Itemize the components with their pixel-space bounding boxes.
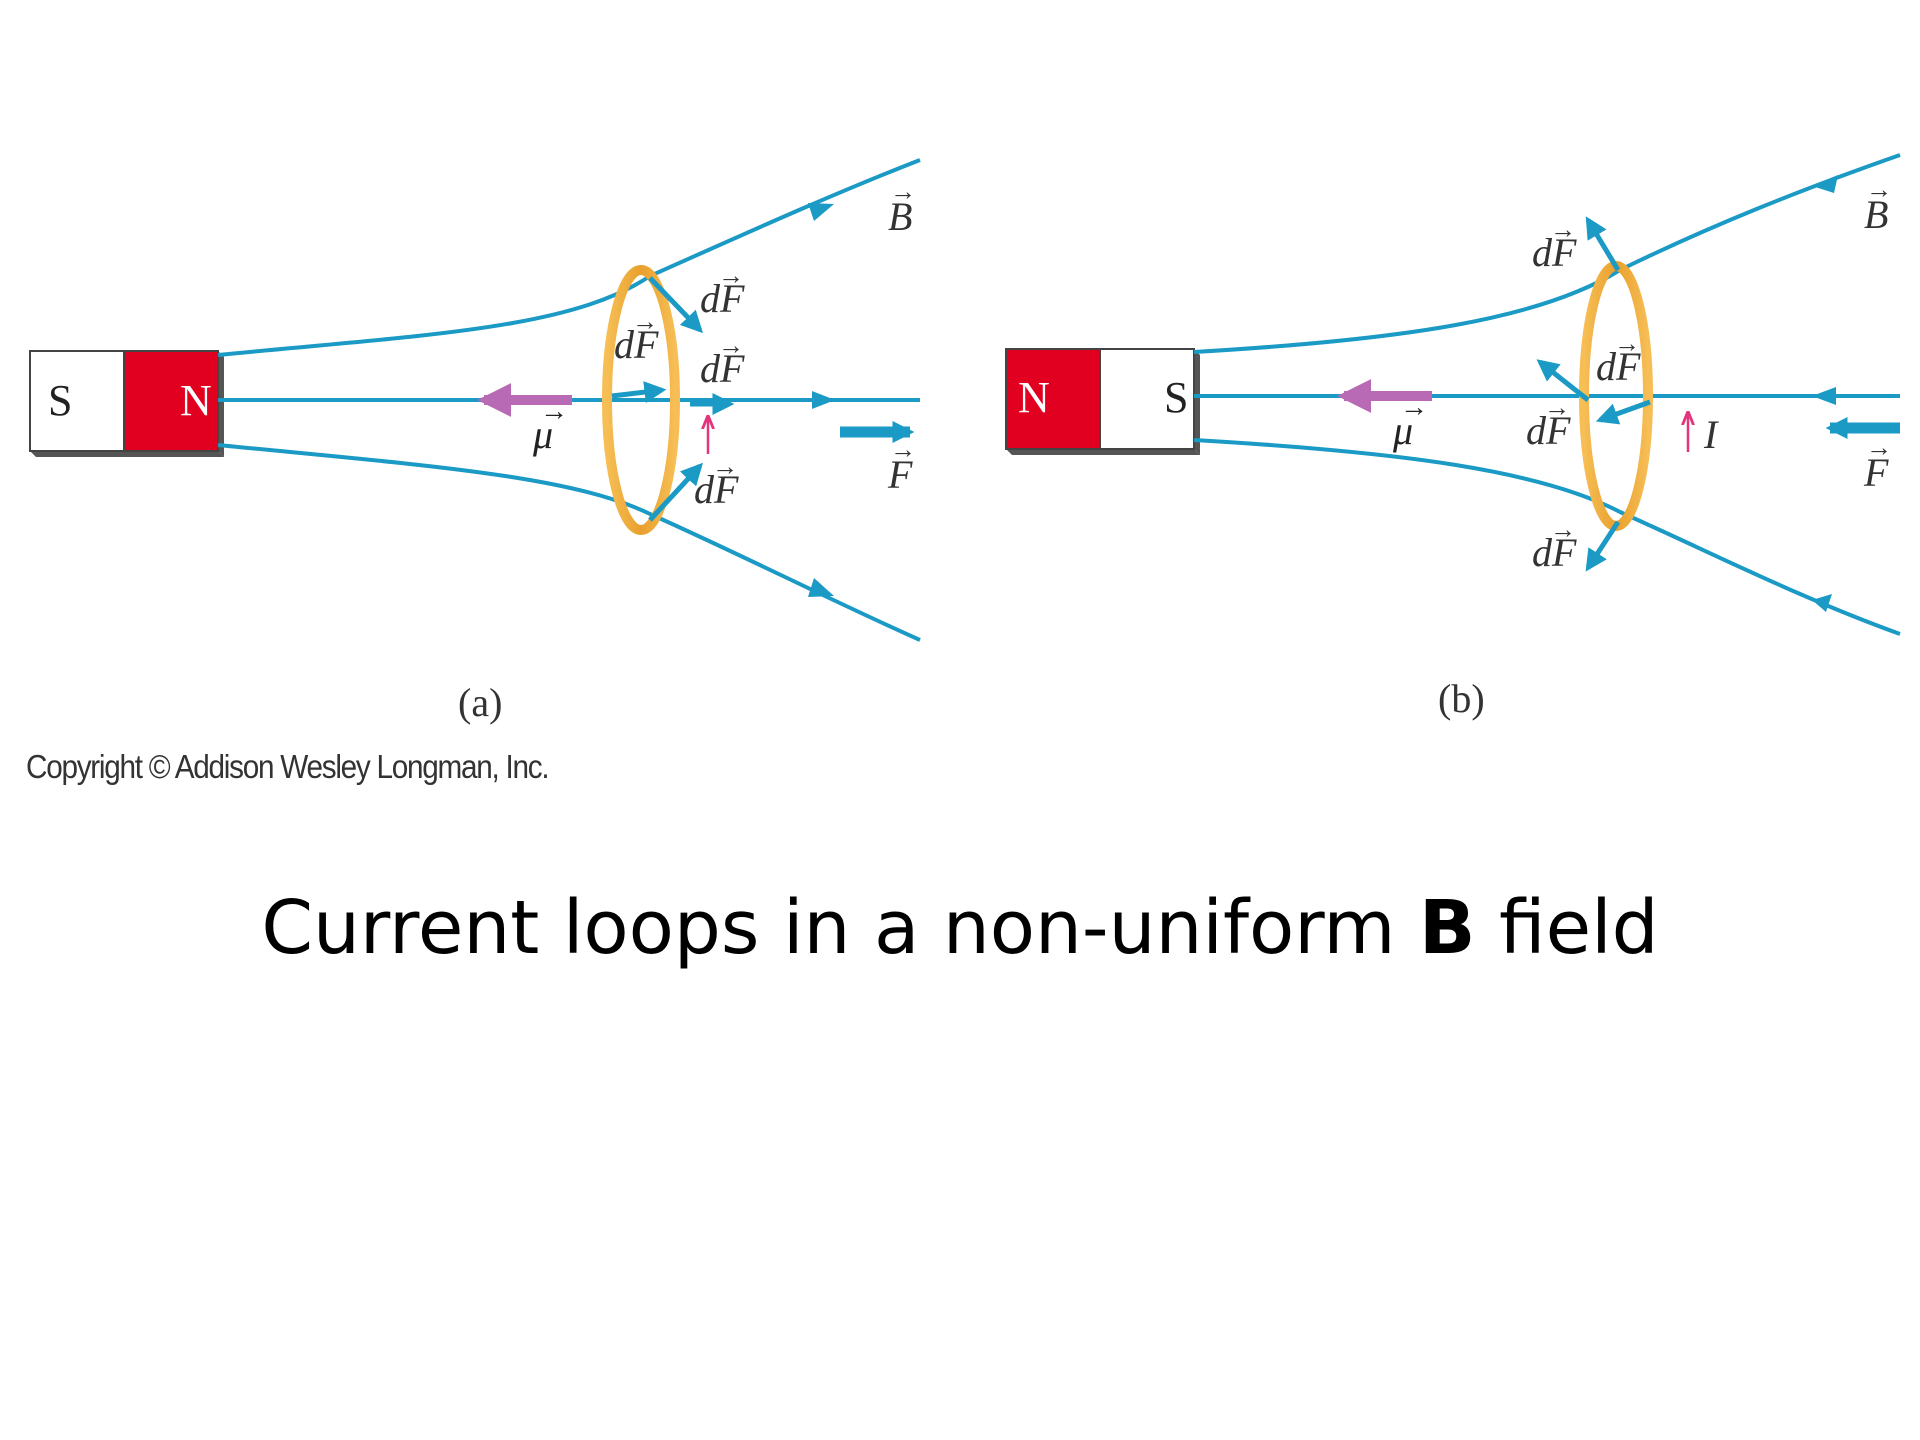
figure-current-loops: S N μ → [29,153,1901,725]
north-pole-a [123,350,219,452]
field-arrow-b-mid [1812,387,1836,405]
dF-arrow-b-left [1536,359,1590,402]
moment-vector-sign-a: → [540,396,568,427]
field-label-a: B [888,194,912,239]
field-arrow-b-top [1812,175,1838,193]
dF-labels-a: dF → dF → dF → dF → [614,261,745,512]
field-label-b: B [1864,192,1888,237]
dF-arrow-a-left [611,381,667,404]
caption-b: (b) [1438,676,1485,721]
current-loop-a [602,265,680,535]
dF-arrow-a-bottom [648,462,703,522]
moment-label-b: μ [1392,408,1413,453]
panel-a: S N μ → [29,158,921,725]
current-label-b: I [1703,412,1719,457]
field-arrow-a-bottom [808,578,834,597]
slide-title-suffix: field [1475,885,1659,971]
net-force-label-b: F [1863,450,1889,495]
copyright-notice: Copyright © Addison Wesley Longman, Inc. [26,748,550,785]
moment-label-a: μ [532,412,553,457]
slide-title-prefix: Current loops in a non-uniform [261,885,1420,971]
moment-vector-sign-b: → [1400,392,1428,423]
dF-label-a-2: dF [614,322,659,367]
caption-a: (a) [458,680,502,725]
net-force-label-a-vec: → [890,435,916,464]
dF-label-a-3-vec: → [718,331,744,360]
dF-label-b-3-vec: → [1544,393,1570,422]
dF-arrow-b-right [1595,399,1651,425]
dF-label-a-2-vec: → [632,307,658,336]
south-pole-b [1099,348,1195,450]
magnet-a: S N [29,350,224,457]
dF-arrow-b-bottom [1585,520,1621,572]
field-label-a-vec: → [890,177,916,206]
net-force-label-b-vec: → [1866,433,1892,462]
field-arrow-a-mid [812,391,835,409]
south-pole-a [29,350,125,452]
dF-label-b-2-vec: → [1614,329,1640,358]
dF-label-a-1: dF [700,276,745,321]
dF-label-b-4-vec: → [1550,515,1576,544]
dF-label-b-3: dF [1526,408,1571,453]
dF-label-b-1: dF [1532,230,1577,275]
field-arrow-b-bottom [1812,594,1832,612]
field-arrow-a-top [808,203,834,221]
magnet-a-left-label: S [48,376,72,425]
dF-arrow-b-top [1585,216,1621,272]
dF-label-b-1-vec: → [1550,215,1576,244]
magnet-b-left-label: N [1018,373,1050,422]
dF-label-a-4-vec: → [712,452,738,481]
net-force-label-a: F [887,452,913,497]
dF-arrow-a-top [648,276,704,334]
magnet-b-right-label: S [1164,373,1188,422]
field-direction-arrows-b [1812,175,1838,612]
magnet-a-right-label: N [180,376,212,425]
field-direction-arrows-a [808,203,835,597]
slide-title: Current loops in a non-uniform B field [0,885,1920,971]
slide-title-bold: B [1419,885,1476,971]
force-elements-b [1536,216,1651,572]
field-label-b-vec: → [1866,175,1892,204]
dF-label-a-3: dF [700,346,745,391]
dF-labels-b: dF → dF → dF → dF → [1526,215,1641,575]
dF-label-b-4: dF [1532,530,1577,575]
magnet-b: N S [1005,348,1200,455]
force-elements-a [611,276,735,522]
field-line-a-bottom [217,443,921,642]
dF-label-b-2: dF [1596,344,1641,389]
field-line-a-top [217,158,921,357]
panel-b: N S μ → [1005,153,1901,721]
dF-label-a-1-vec: → [718,261,744,290]
field-line-b-bottom [1193,438,1901,636]
dF-label-a-4: dF [694,467,739,512]
